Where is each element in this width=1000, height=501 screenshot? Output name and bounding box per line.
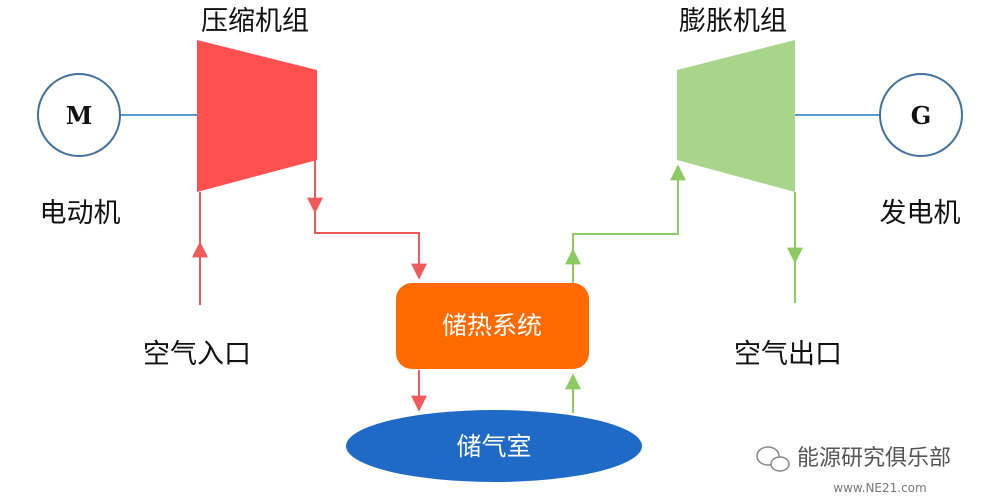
compressor-title: 压缩机组	[201, 6, 309, 37]
heat-storage-box	[396, 283, 589, 369]
expander-shape	[677, 40, 795, 192]
compressor-to-heat-storage	[314, 212, 427, 280]
wechat-icon	[756, 446, 790, 472]
motor-symbol: M	[66, 101, 93, 130]
air-chamber-label: 储气室	[456, 432, 531, 461]
watermark: 能源研究俱乐部 www.NE21.com	[756, 446, 951, 495]
motor-circle	[37, 73, 121, 157]
watermark-site: www.NE21.com	[833, 481, 926, 495]
generator-circle	[879, 73, 963, 157]
compressor-shape	[197, 40, 317, 192]
air-outlet-label: 空气出口	[734, 339, 842, 370]
air-chamber-ellipse	[346, 410, 642, 482]
watermark-text: 能源研究俱乐部	[797, 446, 951, 471]
heat-storage-to-expander	[572, 190, 679, 250]
heat-storage-label: 储热系统	[442, 311, 542, 340]
generator-label: 发电机	[880, 198, 961, 229]
generator-symbol: G	[911, 101, 932, 130]
air-inlet-label: 空气入口	[143, 339, 251, 370]
expander-title: 膨胀机组	[679, 6, 787, 37]
motor-label: 电动机	[40, 198, 121, 229]
